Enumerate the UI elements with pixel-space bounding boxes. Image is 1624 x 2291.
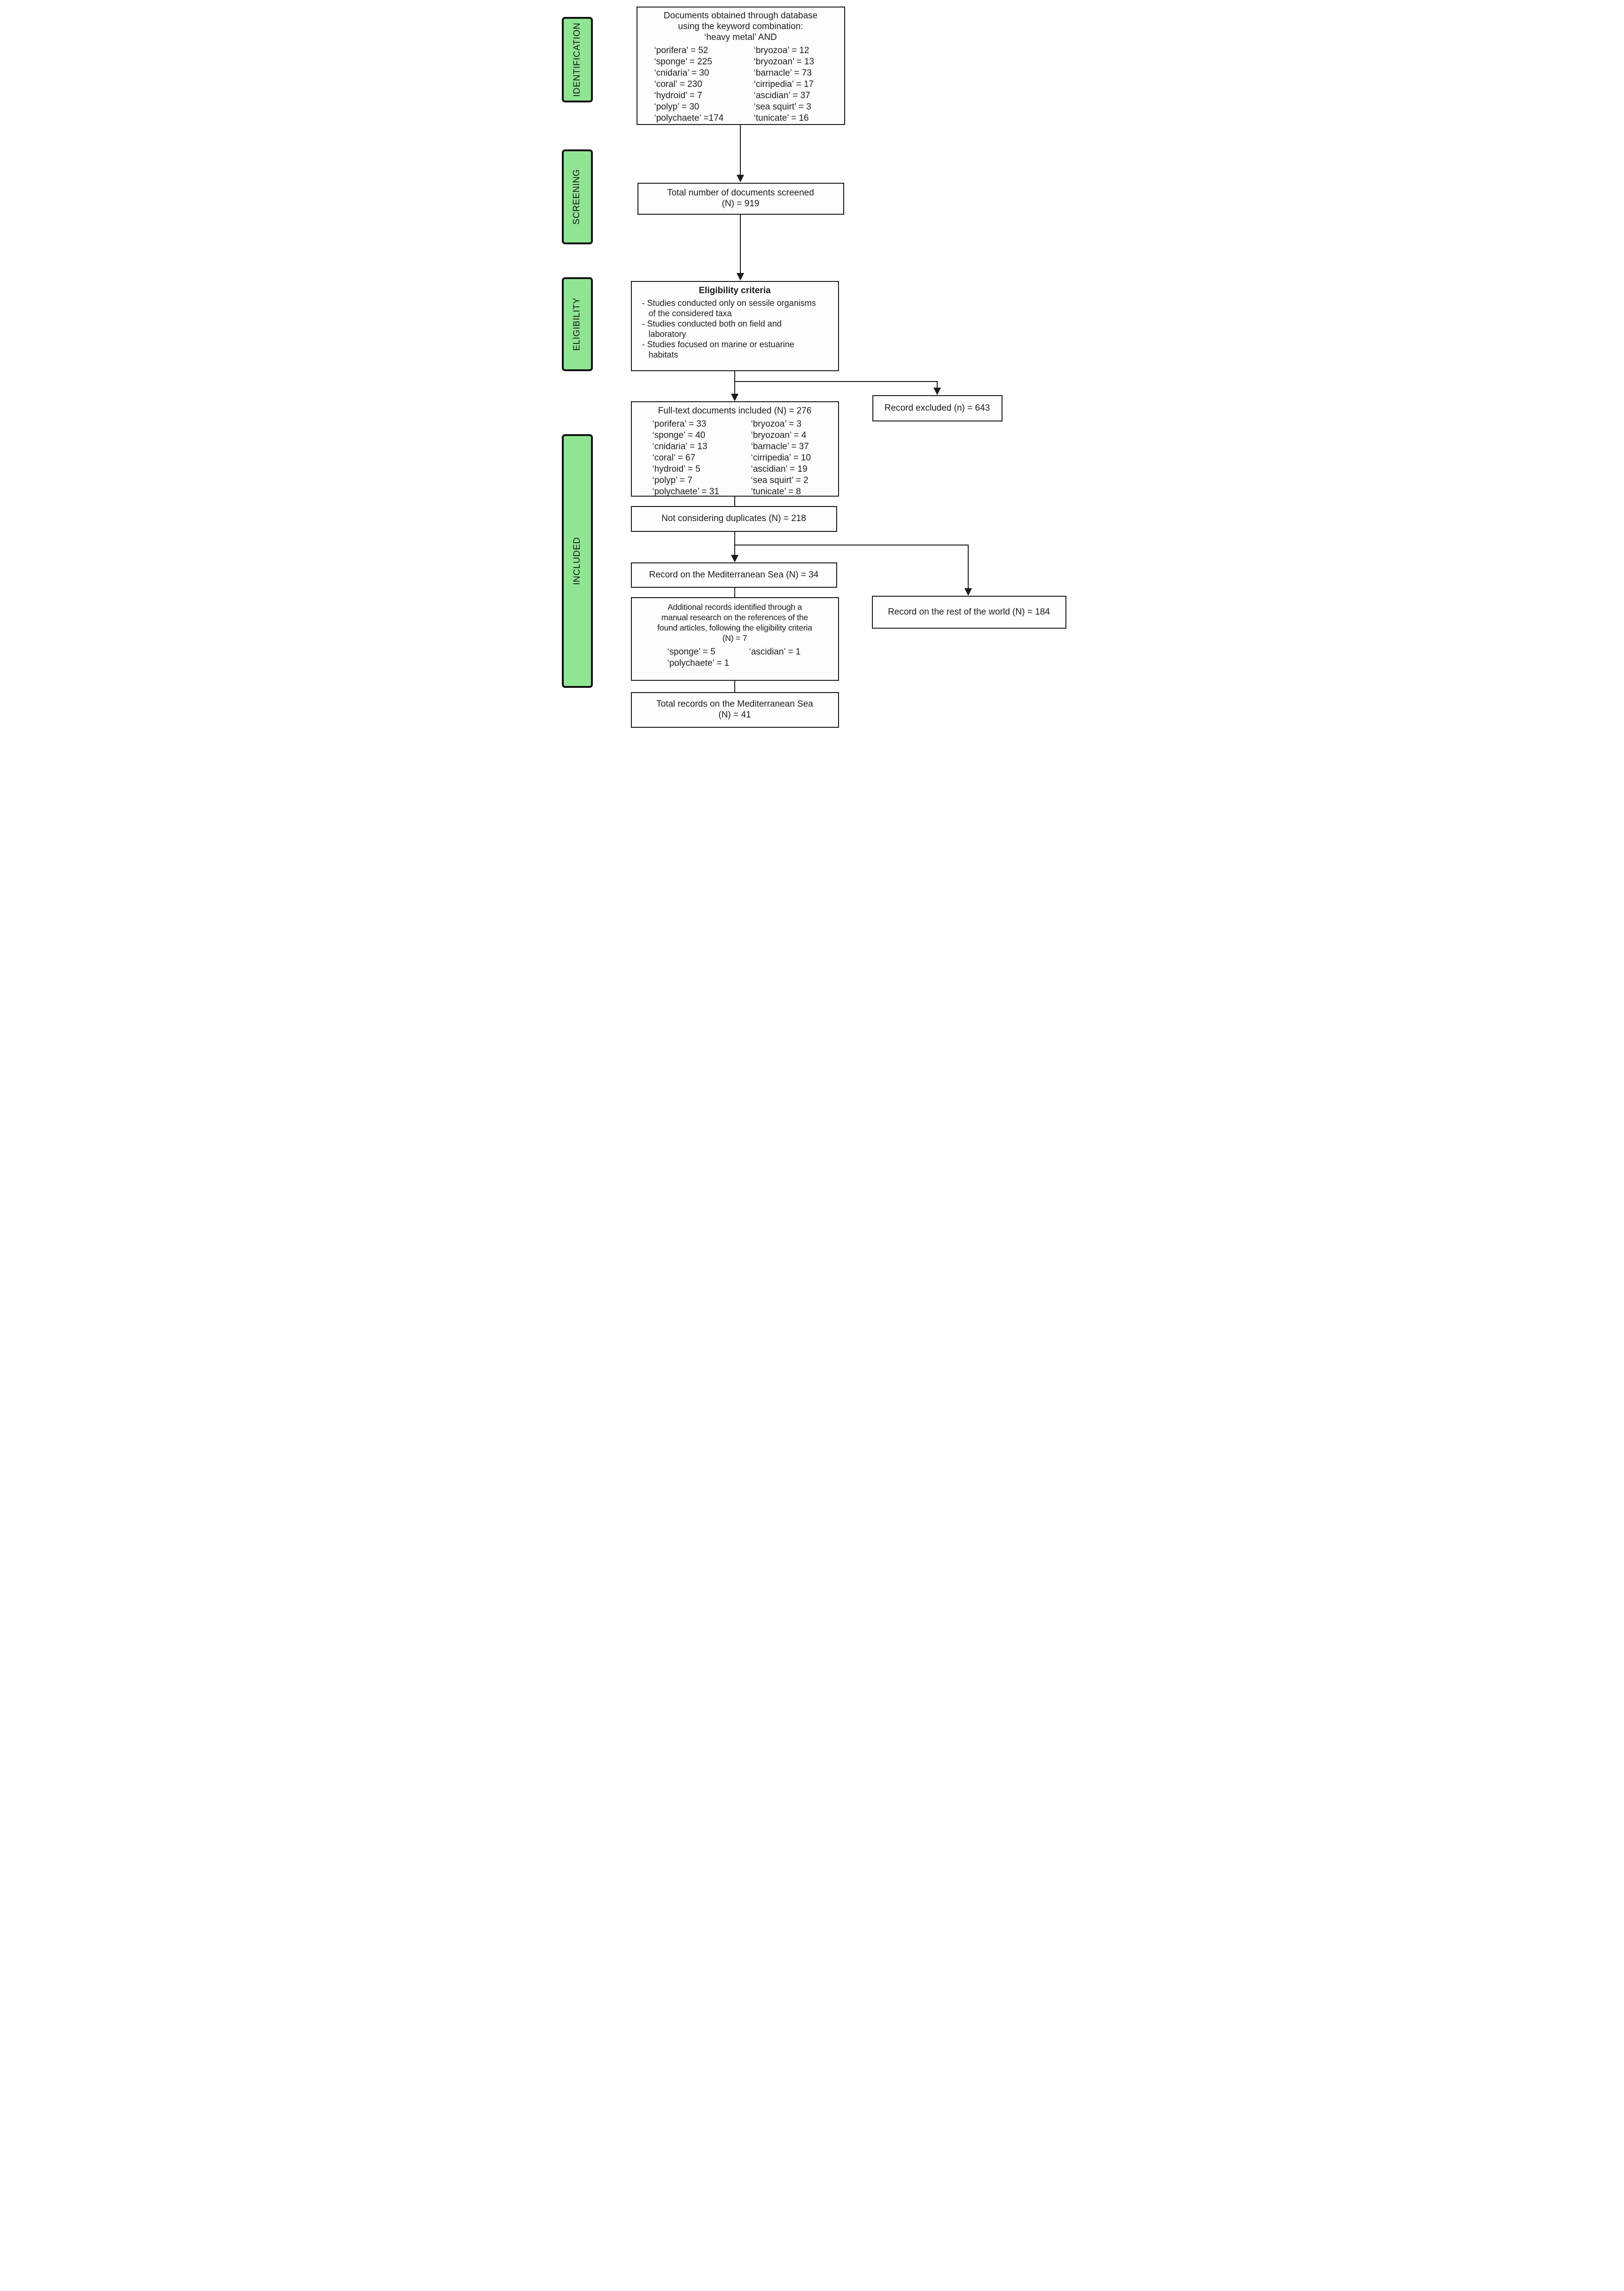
criteria-list: - Studies conducted only on sessile orga… <box>632 296 838 360</box>
keyword-item: ‘polyp’ = 30 <box>654 102 699 112</box>
flow-arrowhead <box>736 273 744 281</box>
keyword-item: ‘bryozoa’ = 3 <box>751 419 802 429</box>
flow-arrowhead <box>736 175 744 182</box>
keyword-item: ‘sponge’ = 5 <box>667 647 715 657</box>
keyword-item: ‘bryozoa’ = 12 <box>754 46 809 56</box>
connector-line <box>734 545 735 555</box>
connector-line <box>734 681 735 692</box>
flow-arrowhead <box>933 388 941 395</box>
keyword-item: ‘sponge’ = 40 <box>652 430 706 440</box>
flow-arrowhead <box>730 555 738 562</box>
stage-label: SCREENING <box>572 169 582 225</box>
box-total-mediterranean: Total records on the Mediterranean Sea (… <box>630 692 839 728</box>
connector-line <box>734 381 938 382</box>
flow-arrowhead <box>730 394 738 401</box>
connector-line <box>739 125 741 175</box>
connector-line <box>734 497 735 506</box>
keyword-item: ‘bryozoan’ = 13 <box>754 57 815 67</box>
keyword-column-left: ‘porifera’ = 33 ‘sponge’ = 40 ‘cnidaria’… <box>632 419 748 498</box>
stage-included: INCLUDED <box>561 434 593 688</box>
criteria-item: - Studies conducted only on sessile orga… <box>642 298 816 318</box>
keyword-column-right: ‘bryozoa’ = 3 ‘bryozoan’ = 4 ‘barnacle’ … <box>748 419 811 498</box>
box-record-mediterranean: Record on the Mediterranean Sea (N) = 34 <box>630 562 837 588</box>
keyword-item: ‘sea squirt’ = 2 <box>751 475 808 485</box>
box-record-rest-of-world: Record on the rest of the world (N) = 18… <box>871 596 1066 629</box>
stage-label: ELIGIBILITY <box>572 297 582 351</box>
box-documents-screened: Total number of documents screened (N) =… <box>637 183 844 215</box>
keyword-column-right: ‘ascidian’ = 1 <box>747 647 801 669</box>
keyword-item: ‘porifera’ = 52 <box>654 46 708 56</box>
keyword-item: ‘polychaete’ =174 <box>654 113 724 124</box>
keyword-item: ‘coral’ = 67 <box>652 452 696 463</box>
keyword-item: ‘sponge’ = 225 <box>654 57 712 67</box>
stage-eligibility: ELIGIBILITY <box>561 277 593 371</box>
connector-line <box>734 532 735 545</box>
connector-line <box>936 381 938 388</box>
prisma-flow-diagram: IDENTIFICATION SCREENING ELIGIBILITY INC… <box>553 0 1071 729</box>
keyword-item: ‘bryozoan’ = 4 <box>751 430 807 440</box>
keyword-item: ‘coral’ = 230 <box>654 79 702 90</box>
stage-identification: IDENTIFICATION <box>561 17 593 102</box>
box-title: Full-text documents included (N) = 276 <box>658 406 812 416</box>
connector-line <box>739 215 741 273</box>
box-documents-obtained: Documents obtained through database usin… <box>636 7 845 125</box>
box-record-excluded: Record excluded (n) = 643 <box>872 395 1002 421</box>
stage-label: IDENTIFICATION <box>572 23 582 97</box>
keyword-columns: ‘sponge’ = 5 ‘polychaete’ = 1 ‘ascidian’… <box>632 647 838 669</box>
stage-screening: SCREENING <box>561 149 593 244</box>
keyword-item: ‘polyp’ = 7 <box>652 475 692 485</box>
box-fulltext-included: Full-text documents included (N) = 276 ‘… <box>630 401 839 498</box>
box-eligibility-criteria: Eligibility criteria - Studies conducted… <box>630 281 839 371</box>
box-additional-records: Additional records identified through a … <box>630 597 839 681</box>
keyword-item: ‘cirripedia’ = 17 <box>754 79 814 90</box>
keyword-item: ‘tunicate’ = 8 <box>751 486 801 497</box>
connector-line <box>734 371 735 382</box>
keyword-item: ‘cnidaria’ = 30 <box>654 68 709 78</box>
keyword-item: ‘polychaete’ = 31 <box>652 486 719 497</box>
keyword-item: ‘polychaete’ = 1 <box>667 658 730 668</box>
keyword-item: ‘ascidian’ = 19 <box>751 464 808 474</box>
keyword-columns: ‘porifera’ = 33 ‘sponge’ = 40 ‘cnidaria’… <box>632 419 838 498</box>
box-title: Documents obtained through database usin… <box>663 11 818 42</box>
connector-line <box>967 545 969 588</box>
keyword-column-left: ‘sponge’ = 5 ‘polychaete’ = 1 <box>632 647 747 669</box>
keyword-columns: ‘porifera’ = 52 ‘sponge’ = 225 ‘cnidaria… <box>637 45 844 124</box>
keyword-item: ‘hydroid’ = 7 <box>654 91 702 101</box>
keyword-item: ‘sea squirt’ = 3 <box>754 102 811 112</box>
keyword-item: ‘barnacle’ = 73 <box>754 68 812 78</box>
keyword-item: ‘porifera’ = 33 <box>652 419 707 429</box>
stage-label: INCLUDED <box>572 537 582 585</box>
criteria-item: - Studies conducted both on field and la… <box>642 319 782 339</box>
connector-line <box>734 588 735 597</box>
box-title: Additional records identified through a … <box>657 602 812 643</box>
connector-line <box>734 381 735 394</box>
keyword-item: ‘ascidian’ = 37 <box>754 91 810 101</box>
criteria-item: - Studies focused on marine or estuarine… <box>642 339 794 359</box>
box-title: Eligibility criteria <box>699 286 771 296</box>
keyword-item: ‘tunicate’ = 16 <box>754 113 809 124</box>
box-not-considering-duplicates: Not considering duplicates (N) = 218 <box>630 506 837 532</box>
keyword-item: ‘ascidian’ = 1 <box>749 647 801 657</box>
keyword-item: ‘cnidaria’ = 13 <box>652 441 707 452</box>
keyword-item: ‘cirripedia’ = 10 <box>751 452 811 463</box>
keyword-column-right: ‘bryozoa’ = 12 ‘bryozoan’ = 13 ‘barnacle… <box>750 45 815 124</box>
flow-arrowhead <box>964 588 972 596</box>
keyword-item: ‘hydroid’ = 5 <box>652 464 700 474</box>
keyword-item: ‘barnacle’ = 37 <box>751 441 809 452</box>
keyword-column-left: ‘porifera’ = 52 ‘sponge’ = 225 ‘cnidaria… <box>637 45 750 124</box>
